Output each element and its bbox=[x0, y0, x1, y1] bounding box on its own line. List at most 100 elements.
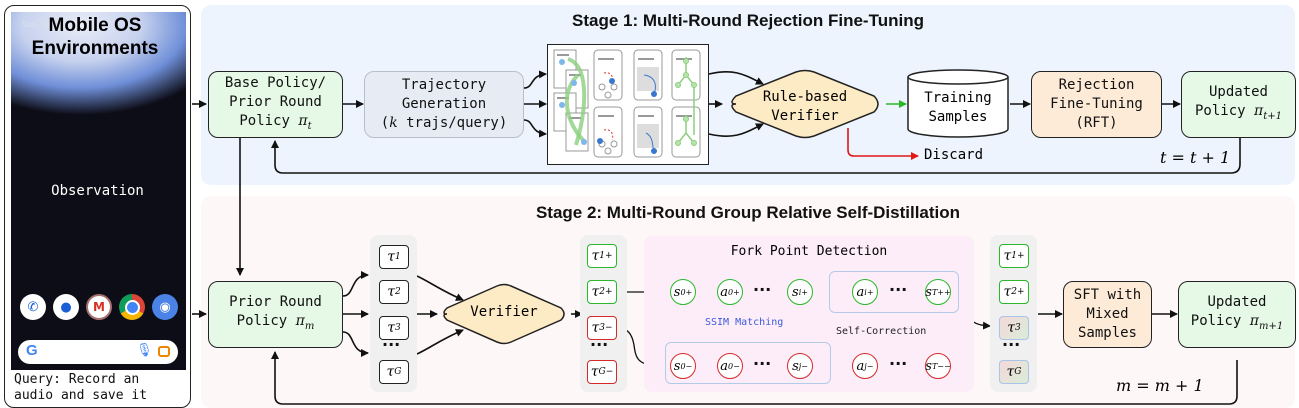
pi-subscript: m bbox=[304, 320, 315, 332]
node-symbol: s bbox=[925, 284, 932, 300]
tau-subscript: G bbox=[598, 367, 606, 377]
node-superscript: − bbox=[944, 361, 951, 371]
node-superscript: − bbox=[801, 361, 808, 371]
tau-subscript: 2 bbox=[599, 287, 605, 297]
discard-label: Discard bbox=[924, 147, 984, 163]
updated-policy-t1-node: Updated Policy πt+1 bbox=[1181, 71, 1296, 138]
prior-policy-line1: Prior Round bbox=[229, 294, 322, 311]
tau-superscript: − bbox=[604, 323, 613, 333]
stage1-loop-label: t = t + 1 bbox=[1160, 148, 1231, 167]
environment-title-line1: Mobile OS bbox=[48, 15, 142, 36]
lens-icon bbox=[158, 346, 170, 357]
tau-symbol: τ bbox=[1003, 248, 1012, 264]
phone-date: Sun, Oct 5 bbox=[22, 20, 60, 29]
node-subscript: j bbox=[798, 361, 802, 371]
pi-subscript: m+1 bbox=[1258, 320, 1284, 332]
training-samples-node bbox=[907, 69, 1009, 138]
tau-subscript: 1 bbox=[599, 251, 605, 261]
node-symbol: s bbox=[925, 358, 932, 374]
rft-node: Rejection Fine-Tuning (RFT) bbox=[1031, 71, 1162, 138]
camera-icon: ◉ bbox=[152, 294, 178, 320]
node-subscript: T+ bbox=[931, 287, 945, 297]
observation-label: Observation bbox=[51, 183, 144, 199]
verifier-label: Verifier bbox=[470, 304, 538, 320]
node-superscript: + bbox=[733, 287, 740, 297]
node-symbol: s bbox=[792, 284, 799, 300]
positive-continuation-box bbox=[829, 271, 959, 313]
node-subscript: j bbox=[864, 361, 867, 371]
tau-subscript: 2 bbox=[395, 287, 401, 297]
wallpaper bbox=[11, 12, 186, 142]
phone-icon: ✆ bbox=[20, 294, 46, 320]
tau-symbol: τ bbox=[387, 284, 395, 300]
tau-superscript: + bbox=[1016, 251, 1025, 261]
pi-subscript: t bbox=[307, 120, 312, 132]
node-subscript: T− bbox=[931, 361, 945, 371]
tau-subscript: 1 bbox=[1011, 251, 1017, 261]
tau-subscript: 3 bbox=[395, 323, 401, 333]
node-superscript: + bbox=[801, 287, 808, 297]
node-symbol: s bbox=[673, 358, 681, 374]
reject-arrow bbox=[847, 128, 919, 160]
node-symbol: a bbox=[856, 284, 865, 300]
training-samples-line1: Training bbox=[924, 90, 992, 106]
environment-title-line2: Environments bbox=[31, 38, 159, 59]
ellipsis: ··· bbox=[590, 335, 609, 354]
query-line2: audio and save it bbox=[14, 388, 148, 403]
tau-superscript: + bbox=[1016, 287, 1025, 297]
updated-policy-line2: Policy bbox=[1190, 313, 1250, 330]
trajectory-collage-art bbox=[553, 49, 701, 158]
node-subscript: 0 bbox=[727, 361, 734, 371]
trajectory-collage bbox=[547, 44, 709, 165]
node-superscript: + bbox=[866, 287, 874, 297]
tau-superscript: + bbox=[604, 251, 613, 261]
node-superscript: + bbox=[685, 287, 693, 297]
chrome-icon bbox=[119, 294, 145, 320]
stage2-title: Stage 2: Multi-Round Group Relative Self… bbox=[535, 203, 961, 222]
pi-symbol: π bbox=[1254, 103, 1264, 120]
ellipsis: ··· bbox=[382, 335, 401, 354]
ellipsis: ··· bbox=[753, 354, 772, 373]
ssim-matching-label: SSIM Matching bbox=[705, 317, 784, 328]
query-text: Query: Record an audio and save it bbox=[14, 372, 194, 404]
microphone-icon: 🎙 bbox=[136, 343, 153, 358]
trajgen-line2: Generation bbox=[401, 96, 487, 112]
base-policy-line1: Base Policy/ bbox=[224, 74, 327, 91]
tau-subscript: G bbox=[394, 367, 402, 377]
tau-superscript: + bbox=[604, 287, 613, 297]
k-symbol: k bbox=[389, 115, 398, 131]
training-samples-label: Training Samples bbox=[906, 89, 1010, 127]
stage2-loop-arrow bbox=[271, 351, 1238, 405]
stage2-loop-label: m = m + 1 bbox=[1116, 376, 1204, 395]
tau-symbol: τ bbox=[1007, 320, 1015, 336]
trajgen-line3: trajs/query) bbox=[397, 115, 508, 131]
ellipsis: ··· bbox=[889, 354, 908, 373]
base-policy-line2: Prior Round bbox=[229, 93, 322, 110]
tau-subscript: 1 bbox=[395, 252, 401, 262]
node-symbol: s bbox=[673, 284, 681, 300]
node-superscript: − bbox=[685, 361, 693, 371]
verifier-node bbox=[443, 283, 565, 345]
rft-line2: Fine-Tuning bbox=[1050, 96, 1143, 112]
node-subscript: 0 bbox=[680, 361, 686, 371]
tau-superscript: − bbox=[605, 367, 614, 377]
negative-prefix-box bbox=[665, 342, 831, 384]
stage1-loop-arrow bbox=[271, 138, 1241, 174]
sft-line2: Mixed bbox=[1086, 306, 1129, 322]
node-symbol: a bbox=[720, 284, 728, 300]
self-correction-label: Self-Correction bbox=[836, 326, 927, 337]
